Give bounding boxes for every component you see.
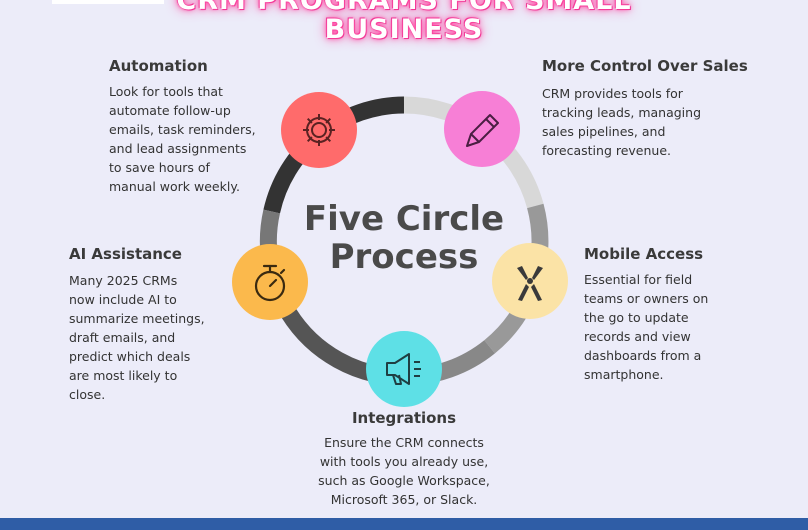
automation-description: Look for tools that automate follow-up e…	[109, 84, 256, 194]
diagram-center-title: Five Circle Process	[296, 200, 512, 276]
ai-heading: AI Assistance	[69, 245, 182, 263]
sales-heading: More Control Over Sales	[542, 57, 748, 75]
node-sales	[444, 91, 520, 167]
automation-heading: Automation	[109, 57, 208, 75]
footer-bar	[0, 518, 808, 530]
gear-icon	[303, 114, 335, 146]
center-title-line1: Five Circle	[303, 199, 505, 239]
page-title-line2: BUSINESS	[324, 14, 484, 45]
node-automation	[281, 92, 357, 168]
node-ai	[232, 244, 308, 320]
center-title-line2: Process	[329, 237, 479, 277]
mobile-heading: Mobile Access	[584, 245, 704, 263]
stopwatch-icon	[254, 264, 286, 302]
node-mobile	[492, 243, 568, 319]
integrations-description: Ensure the CRM connects with tools you a…	[318, 435, 490, 507]
page-title-line1: CRM PROGRAMS FOR SMALL	[176, 0, 632, 16]
mobile-description: Essential for field teams or owners on t…	[584, 272, 709, 382]
integrations-heading: Integrations	[351, 409, 457, 427]
ai-description: Many 2025 CRMs now include AI to summari…	[69, 273, 205, 402]
pliers-icon	[517, 266, 543, 301]
node-integrations	[366, 331, 442, 407]
logo-strip	[52, 0, 164, 4]
sales-description: CRM provides tools for tracking leads, m…	[542, 86, 702, 158]
megaphone-icon	[386, 353, 421, 385]
pencil-icon	[466, 114, 499, 147]
